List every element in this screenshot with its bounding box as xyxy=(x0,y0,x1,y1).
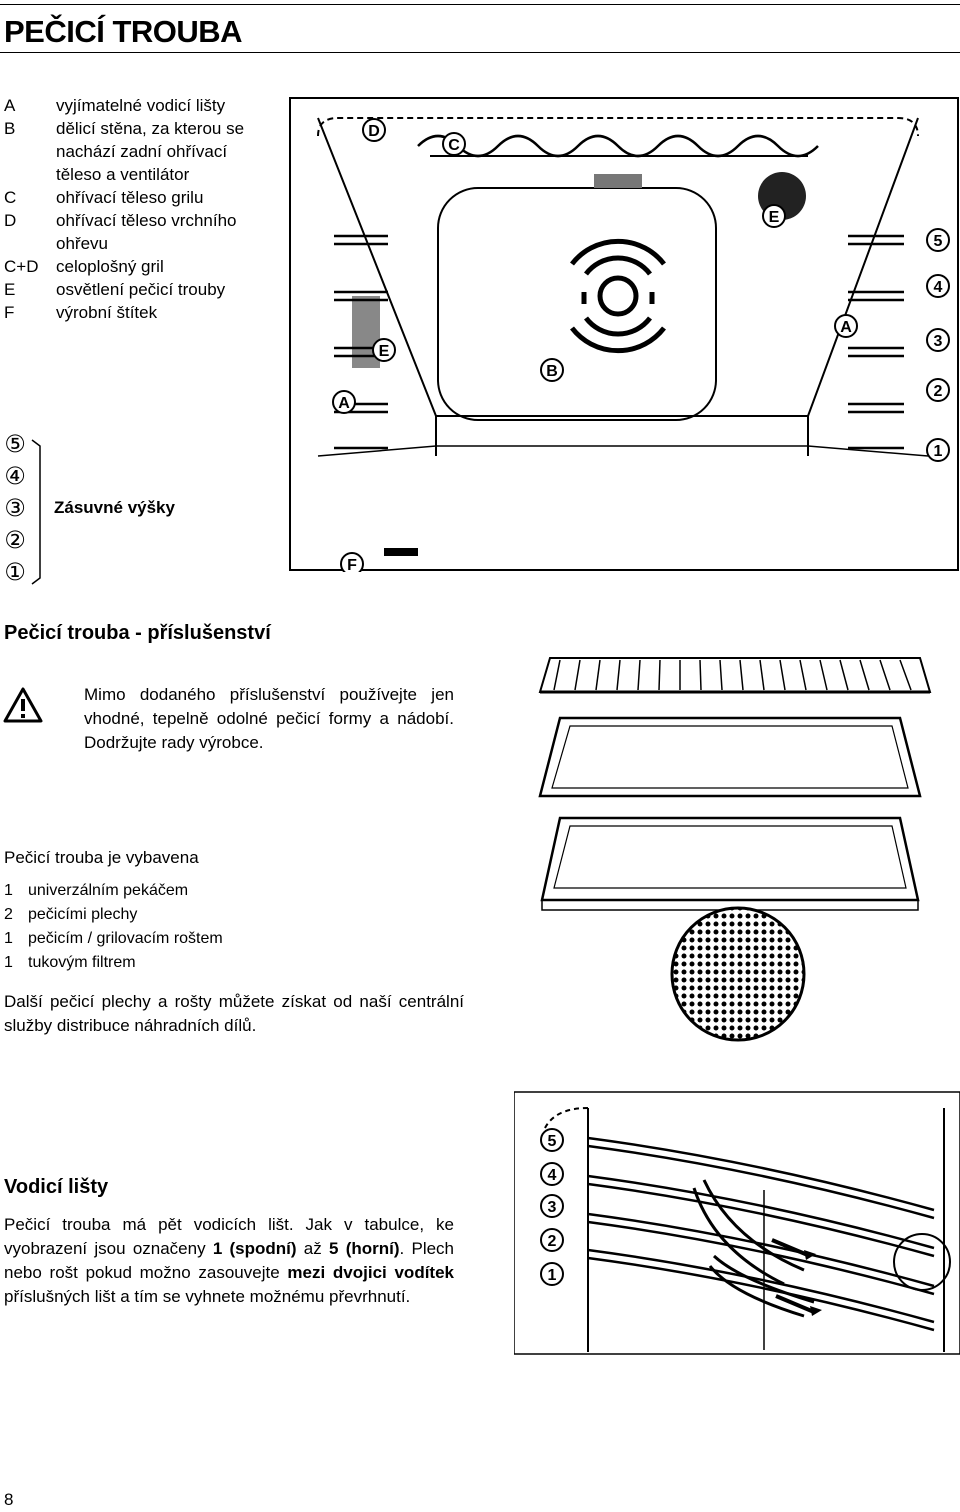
legend-text: osvětlení pečicí trouby xyxy=(56,280,226,299)
title-rule xyxy=(0,52,960,53)
legend-text: vyjímatelné vodicí lišty xyxy=(56,96,226,115)
legend-key: F xyxy=(4,303,15,322)
level-marker-2: ② xyxy=(4,527,26,554)
guide-level-3: 3 xyxy=(548,1199,557,1216)
item-text: univerzálním pekáčem xyxy=(28,882,189,899)
legend-key: A xyxy=(4,96,16,115)
item-count: 1 xyxy=(4,954,13,971)
level-marker-5: ⑤ xyxy=(4,431,26,458)
legend-text: výrobní štítek xyxy=(56,303,158,322)
level-marker-4: ④ xyxy=(4,463,26,490)
item-count: 1 xyxy=(4,882,13,899)
legend-text: celoplošný gril xyxy=(56,257,164,276)
equipment-intro: Pečicí trouba je vybavena xyxy=(4,848,199,867)
label-a-right: A xyxy=(840,319,852,336)
level-label-2: 2 xyxy=(934,383,943,400)
list-item: 1 pečicím / grilovacím roštem xyxy=(4,930,464,954)
item-count: 1 xyxy=(4,930,13,947)
label-e-right: E xyxy=(769,209,780,226)
list-item: 2 pečicími plechy xyxy=(4,906,464,930)
label-a-left: A xyxy=(338,395,350,412)
equipment-section: Pečicí trouba je vybavena 1 univerzálním … xyxy=(4,846,464,1038)
level-marker-1: ① xyxy=(4,559,26,586)
item-text: tukovým filtrem xyxy=(28,954,136,971)
label-c: C xyxy=(448,137,460,154)
accessories-heading: Pečicí trouba - příslušenství xyxy=(4,622,271,644)
legend-key: D xyxy=(4,211,17,230)
guide-level-5: 5 xyxy=(548,1133,557,1150)
legend-key: B xyxy=(4,119,16,138)
list-item: 1 univerzálním pekáčem xyxy=(4,882,464,906)
legend-key: E xyxy=(4,280,16,299)
level-label-1: 1 xyxy=(934,443,943,460)
item-count: 2 xyxy=(4,906,13,923)
top-rule xyxy=(0,4,960,5)
equipment-list: 1 univerzálním pekáčem 2 pečicími plechy 1… xyxy=(4,882,464,978)
guide-rails-diagram: 5 4 3 2 1 xyxy=(514,1091,960,1355)
more-accessories-text: Další pečicí plechy a rošty můžete získa… xyxy=(4,992,464,1035)
level-bracket xyxy=(31,439,41,585)
item-text: pečicími plechy xyxy=(28,906,138,923)
guides-section: Vodicí lišty Pečicí trouba má pět vodicí… xyxy=(4,1176,454,1309)
heater-connector xyxy=(594,174,642,188)
label-d: D xyxy=(368,123,380,140)
legend-text: ohřívací těleso grilu xyxy=(56,188,204,207)
legend-key: C+D xyxy=(4,257,39,276)
warning-text: Mimo dodaného příslušenství používejte j… xyxy=(84,685,454,752)
legend-key: C xyxy=(4,188,17,207)
guides-text: Pečicí trouba má pět vodicích lišt. Jak … xyxy=(4,1215,454,1306)
level-label-5: 5 xyxy=(934,233,943,250)
guide-level-2: 2 xyxy=(548,1233,557,1250)
detail-magnifier xyxy=(692,1179,815,1350)
levels-label: Zásuvné výšky xyxy=(54,498,175,517)
shelf-levels: ⑤ ④ ③ ② ① Zásuvné výšky xyxy=(2,432,302,592)
guide-level-1: 1 xyxy=(548,1267,557,1284)
list-item: 1 tukovým filtrem xyxy=(4,954,464,978)
legend-item: C+D celoplošný gril xyxy=(4,255,274,278)
baking-tray xyxy=(538,716,922,798)
label-f: F xyxy=(347,557,357,572)
page-number: 8 xyxy=(4,1490,14,1509)
label-e-left: E xyxy=(379,343,390,360)
item-text: pečicím / grilovacím roštem xyxy=(28,930,223,947)
page-title: PEČICÍ TROUBA xyxy=(4,14,243,49)
guide-level-4: 4 xyxy=(548,1167,557,1184)
oven-diagram: D C E E A A B F 5 4 3 2 1 xyxy=(289,97,959,572)
level-label-3: 3 xyxy=(934,333,943,350)
fan-grille xyxy=(570,238,666,354)
accessories-illustration xyxy=(538,657,932,1042)
level-marker-3: ③ xyxy=(4,495,26,522)
grease-filter xyxy=(670,906,806,1042)
warning-triangle-icon xyxy=(3,687,43,723)
legend-text: ohřívací těleso vrchního ohřevu xyxy=(56,211,237,253)
grill-rack xyxy=(553,659,912,691)
label-b: B xyxy=(546,363,558,380)
level-label-4: 4 xyxy=(934,279,943,296)
legend-text: dělicí stěna, za kterou se nachází zadní… xyxy=(56,119,245,184)
guides-heading: Vodicí lišty xyxy=(4,1176,109,1198)
